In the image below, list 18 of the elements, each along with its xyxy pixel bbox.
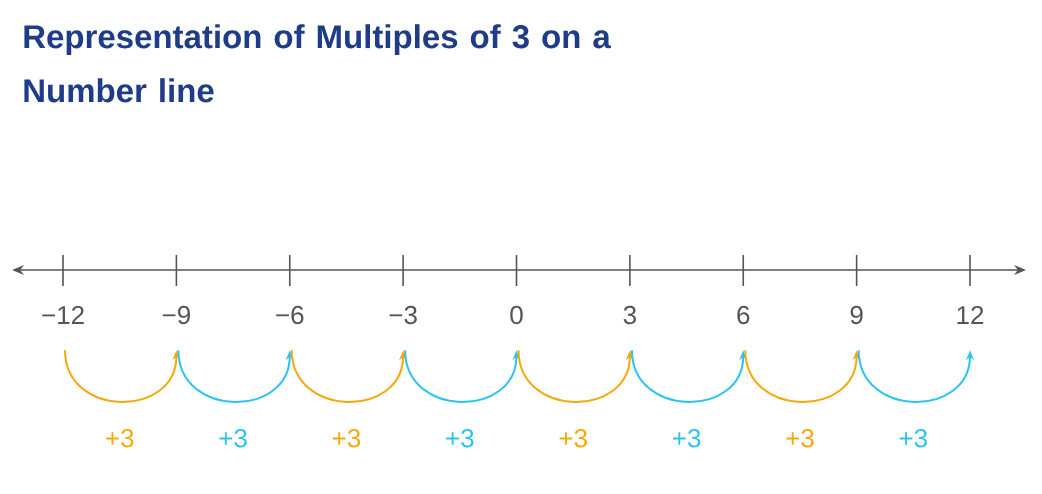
edge-label: +3: [557, 428, 589, 449]
edge-label: +3: [103, 428, 136, 449]
edge-label: +3: [444, 428, 476, 449]
edge-label: +3: [330, 428, 363, 449]
edge-label: +3: [897, 428, 930, 449]
tick-label: 9: [850, 305, 863, 325]
edge-label: +3: [670, 428, 703, 449]
title: Representation of Multiples of 3 on a Number line: [24, 24, 611, 103]
edge-label: +3: [784, 428, 816, 449]
edge-label: +3: [217, 428, 249, 449]
tick-label: −9: [162, 305, 190, 325]
tick-label: 0: [510, 305, 523, 325]
tick-label: −12: [42, 305, 84, 325]
tick-label: −6: [276, 305, 304, 325]
tick-label: 3: [623, 305, 636, 325]
tick-label: 12: [957, 305, 984, 325]
tick-label: −3: [389, 305, 417, 325]
tick-label: 6: [737, 305, 750, 325]
